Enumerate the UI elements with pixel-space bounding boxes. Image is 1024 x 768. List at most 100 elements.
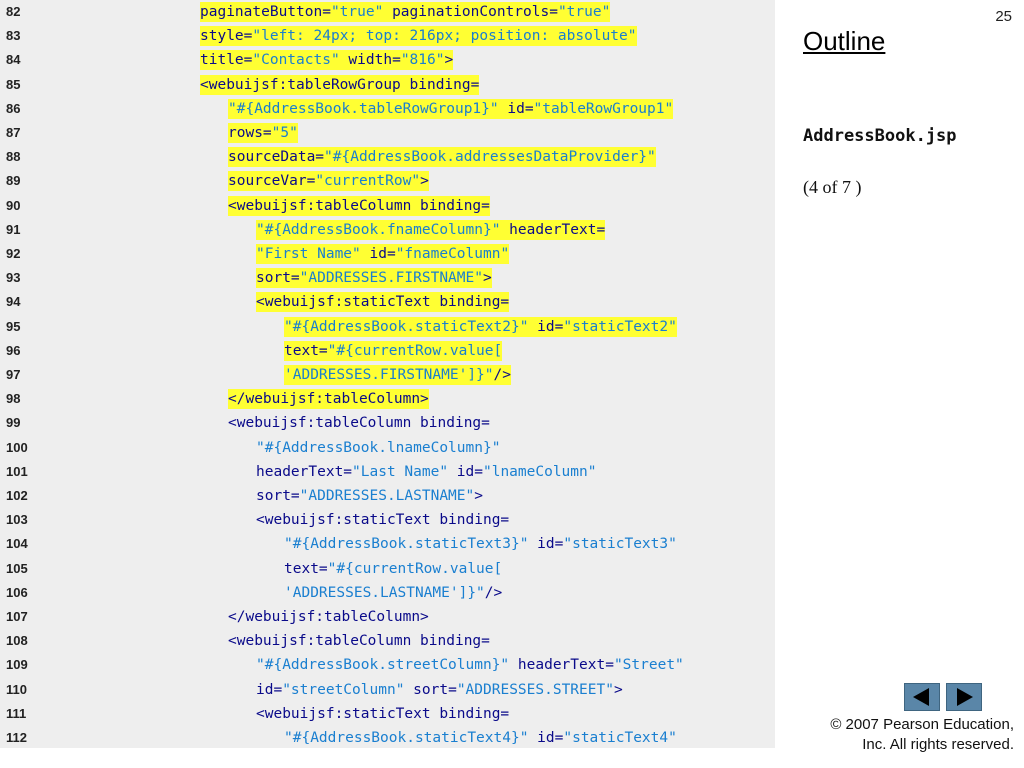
- line-number: 85: [6, 76, 21, 92]
- code-keyword-token: rows=: [228, 125, 272, 141]
- line-number: 101: [6, 463, 28, 479]
- previous-slide-button[interactable]: [904, 683, 940, 711]
- line-number: 87: [6, 125, 21, 140]
- slide-number: 25: [995, 8, 1012, 25]
- code-keyword-token: </webuijsf:tableColumn>: [228, 609, 429, 625]
- line-number: 95: [6, 318, 21, 334]
- code-text: "#{AddressBook.fnameColumn}" headerText=: [256, 219, 606, 240]
- code-string-token: "streetColumn": [282, 681, 405, 698]
- code-keyword-token: headerText=: [256, 463, 353, 480]
- code-text: sourceVar="currentRow">: [228, 171, 429, 192]
- copyright-notice: © 2007 Pearson Education, Inc. All right…: [830, 715, 1014, 755]
- code-line: 95 "#{AddressBook.staticText2}" id="stati…: [0, 316, 775, 341]
- code-line: 85 <webuijsf:tableRowGroup binding=: [0, 74, 775, 99]
- code-keyword-token: text=: [284, 560, 328, 577]
- code-keyword-token: sourceData=: [228, 149, 325, 166]
- code-text: title="Contacts" width="816">: [200, 50, 454, 71]
- code-keyword-token: id=: [528, 536, 564, 553]
- code-keyword-token: >: [482, 270, 492, 287]
- right-arrow-icon: [957, 688, 973, 706]
- code-text: sort="ADDRESSES.FIRSTNAME">: [256, 268, 492, 289]
- line-number: 112: [6, 730, 27, 745]
- code-keyword-token: >: [420, 173, 429, 190]
- copyright-line-1: © 2007 Pearson Education,: [830, 716, 1014, 733]
- code-string-token: "5": [271, 125, 298, 141]
- code-string-token: "ADDRESSES.STREET": [456, 681, 614, 698]
- code-keyword-token: <webuijsf:staticText binding=: [256, 512, 510, 529]
- code-text: sort="ADDRESSES.LASTNAME">: [256, 486, 483, 506]
- line-number: 100: [6, 439, 28, 455]
- line-number: 98: [6, 391, 21, 407]
- outline-title: Outline: [803, 26, 886, 56]
- code-line: 97'ADDRESSES.FIRSTNAME']}"/>: [0, 365, 775, 389]
- code-string-token: 'ADDRESSES.FIRSTNAME']}": [284, 367, 494, 383]
- code-text: text="#{currentRow.value[: [284, 340, 503, 361]
- code-string-token: 'ADDRESSES.LASTNAME']}": [284, 584, 485, 601]
- code-line: 90<webuijsf:tableColumn binding=: [0, 195, 775, 220]
- code-text: </webuijsf:tableColumn>: [228, 607, 429, 627]
- code-line: 107</webuijsf:tableColumn>: [0, 607, 775, 631]
- code-keyword-token: >: [613, 681, 623, 698]
- code-line: 100"#{AddressBook.lnameColumn}": [0, 438, 775, 462]
- left-arrow-icon: [913, 688, 929, 706]
- code-keyword-token: <webuijsf:tableColumn binding=: [228, 633, 490, 650]
- code-text: "#{AddressBook.staticText2}" id="staticT…: [284, 316, 677, 337]
- line-number: 106: [6, 584, 28, 600]
- code-text: <webuijsf:tableRowGroup binding=: [200, 74, 480, 95]
- code-keyword-token: id=: [498, 100, 534, 117]
- code-line: 103<webuijsf:staticText binding=: [0, 510, 775, 534]
- next-slide-button[interactable]: [946, 683, 982, 711]
- code-keyword-token: style=: [200, 28, 253, 45]
- code-keyword-token: id=: [256, 681, 283, 698]
- code-text: <webuijsf:tableColumn binding=: [228, 195, 490, 216]
- code-keyword-token: sourceVar=: [228, 173, 316, 190]
- code-text: "#{AddressBook.tableRowGroup1}" id="tabl…: [228, 98, 674, 119]
- code-keyword-token: text=: [284, 342, 328, 359]
- code-line: 98</webuijsf:tableColumn>: [0, 389, 775, 413]
- code-keyword-token: id=: [528, 318, 564, 335]
- code-text: <webuijsf:tableColumn binding=: [228, 631, 490, 651]
- code-text: <webuijsf:staticText binding=: [256, 292, 510, 313]
- code-keyword-token: paginateButton=: [200, 4, 331, 20]
- code-string-token: "staticText3": [563, 536, 677, 553]
- code-string-token: "staticText4": [563, 730, 677, 746]
- code-string-token: "Last Name": [352, 463, 449, 480]
- code-line: 99<webuijsf:tableColumn binding=: [0, 413, 775, 437]
- file-name: AddressBook.jsp: [803, 126, 957, 146]
- code-keyword-token: >: [444, 52, 454, 69]
- line-number: 102: [6, 488, 28, 503]
- line-number: 105: [6, 560, 28, 576]
- code-keyword-token: />: [484, 584, 503, 601]
- code-string-token: "tableRowGroup1": [533, 100, 674, 117]
- code-text: "#{AddressBook.streetColumn}" headerText…: [256, 655, 684, 675]
- code-string-token: "#{AddressBook.tableRowGroup1}": [228, 100, 499, 117]
- code-line: 91"#{AddressBook.fnameColumn}" headerTex…: [0, 219, 775, 244]
- code-string-token: "currentRow": [315, 173, 421, 190]
- code-text: <webuijsf:tableColumn binding=: [228, 413, 490, 433]
- page-indicator: (4 of 7 ): [803, 177, 862, 197]
- code-line: 108<webuijsf:tableColumn binding=: [0, 631, 775, 655]
- code-string-token: "lnameColumn": [482, 463, 597, 480]
- code-string-token: "left: 24px; top: 216px; position: absol…: [252, 28, 637, 45]
- code-string-token: "#{AddressBook.fnameColumn}": [256, 221, 501, 238]
- code-string-token: "true": [557, 4, 611, 20]
- line-number: 82: [6, 4, 21, 19]
- code-line: 87 rows="5": [0, 123, 775, 147]
- code-keyword-token: sort=: [404, 681, 457, 698]
- code-text: paginateButton="true" paginationControls…: [200, 2, 611, 22]
- code-string-token: "ADDRESSES.LASTNAME": [299, 488, 475, 504]
- code-string-token: "#{currentRow.value[: [327, 342, 503, 359]
- line-number: 92: [6, 246, 21, 261]
- code-line: 92"First Name" id="fnameColumn": [0, 244, 775, 268]
- code-keyword-token: >: [474, 488, 483, 504]
- code-keyword-token: id=: [528, 730, 564, 746]
